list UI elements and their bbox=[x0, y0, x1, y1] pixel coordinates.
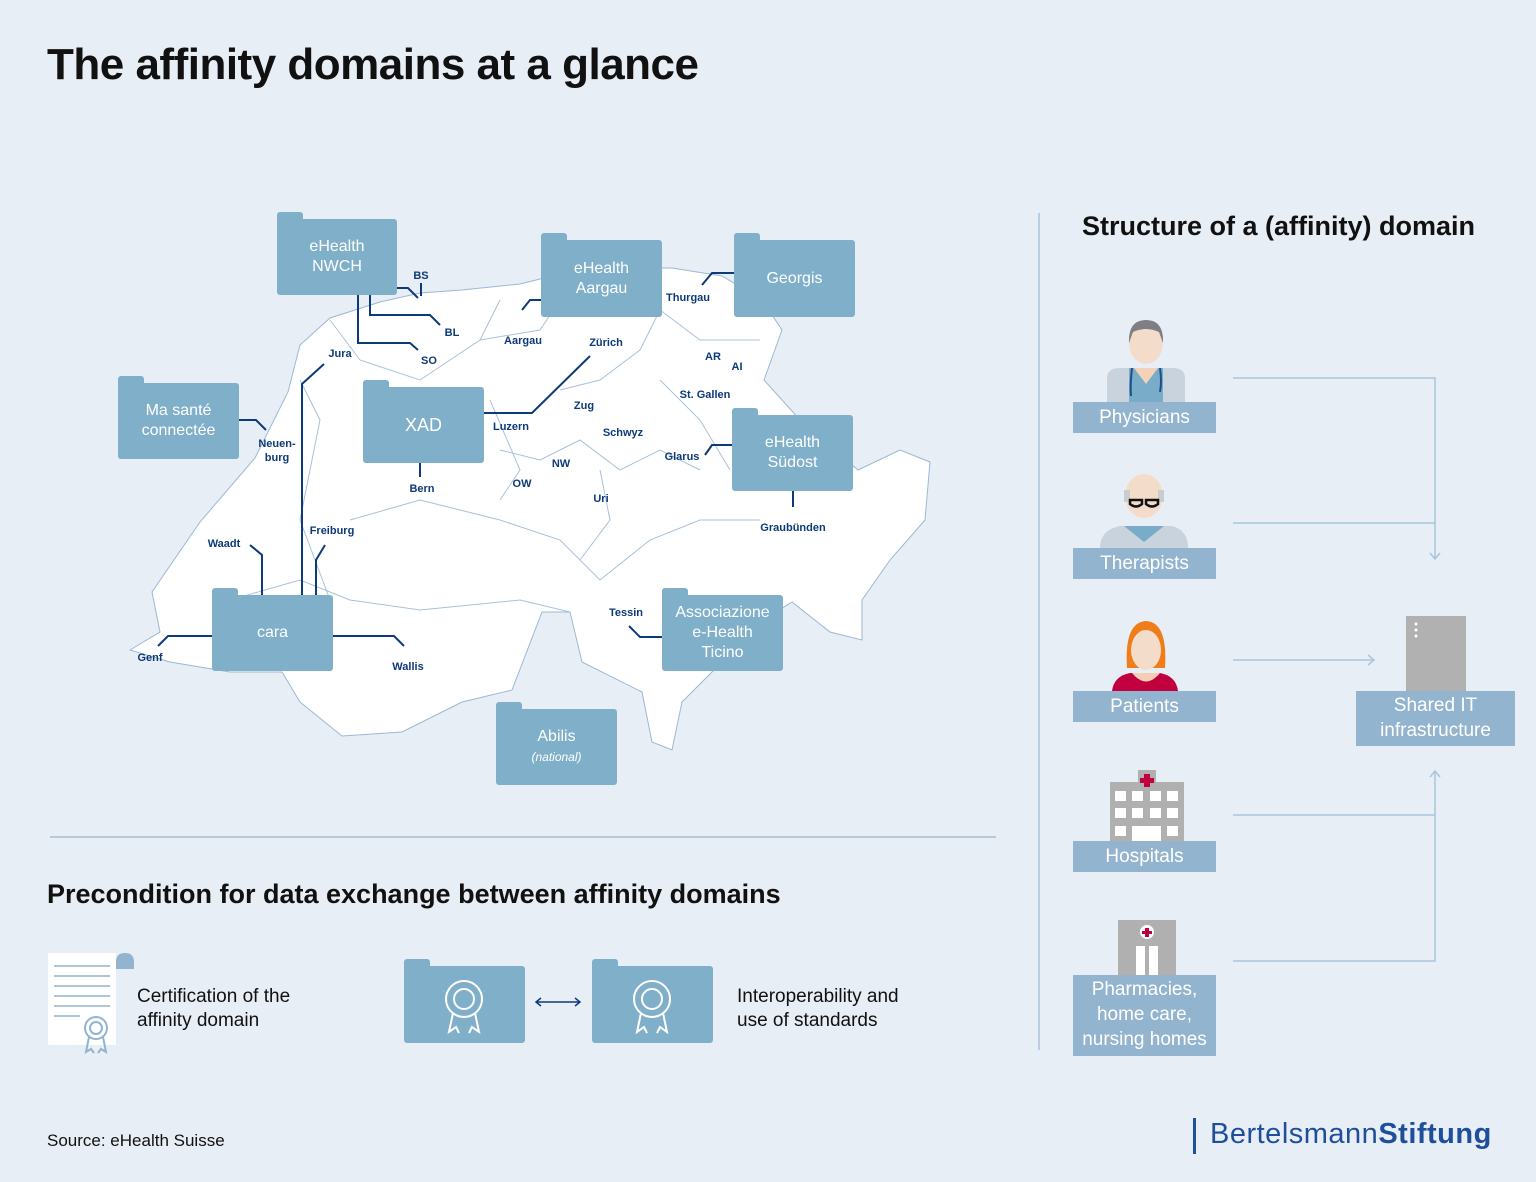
canton-label: Schwyz bbox=[602, 427, 644, 439]
canton-label: Graubünden bbox=[760, 522, 826, 534]
folder-label: cara bbox=[256, 624, 289, 641]
hospital-icon bbox=[1110, 770, 1184, 841]
folder-label: Südost bbox=[767, 454, 818, 471]
canton-label: Luzern bbox=[492, 421, 530, 433]
folder-georgis: Georgis bbox=[734, 233, 855, 317]
folder-abilis: Abilis (national) bbox=[496, 702, 617, 785]
canton-label: Zug bbox=[573, 400, 595, 412]
canton-label: Thurgau bbox=[666, 292, 710, 304]
canton-label: AR bbox=[705, 351, 721, 363]
precondition-title: Precondition for data exchange between a… bbox=[47, 879, 781, 909]
role-hospitals: Hospitals bbox=[1073, 841, 1216, 872]
folder-label: Ma santé bbox=[145, 402, 212, 419]
folder-label: XAD bbox=[404, 415, 442, 435]
folder-label: Georgis bbox=[766, 269, 823, 287]
folder-label: eHealth bbox=[573, 259, 630, 277]
role-line: home care, bbox=[1096, 1004, 1193, 1025]
shared-it-infrastructure: Shared IT infrastructure bbox=[1356, 691, 1515, 746]
certified-domain-folder bbox=[404, 959, 525, 1043]
canton-label: SO bbox=[421, 355, 437, 367]
certified-domain-folder bbox=[592, 959, 713, 1043]
canton-label: Wallis bbox=[392, 661, 424, 673]
source-note: Source: eHealth Suisse bbox=[47, 1131, 225, 1150]
canton-label: St. Gallen bbox=[679, 389, 731, 401]
canton-label: Bern bbox=[409, 483, 435, 495]
canton-label: Aargau bbox=[504, 335, 542, 347]
shared-line: infrastructure bbox=[1380, 720, 1491, 741]
canton-label: Tessin bbox=[608, 607, 644, 619]
canton-label: Uri bbox=[593, 493, 609, 505]
role-pharmacies: Pharmacies, home care, nursing homes bbox=[1073, 975, 1216, 1056]
canton-label: BL bbox=[444, 327, 460, 339]
canton-label: BS bbox=[413, 270, 429, 282]
text-line: Certification of the bbox=[137, 986, 291, 1007]
page-title: The affinity domains at a glance bbox=[47, 40, 699, 89]
folder-label: NWCH bbox=[312, 258, 362, 275]
folder-label: eHealth bbox=[309, 238, 365, 255]
folder-label: Aargau bbox=[575, 279, 628, 297]
canton-label: Glarus bbox=[664, 451, 700, 463]
canton-label: burg bbox=[264, 452, 290, 464]
text-line: Interoperability and bbox=[737, 986, 899, 1007]
folder-label: eHealth bbox=[764, 434, 821, 451]
canton-label: Neuen- bbox=[258, 438, 296, 450]
text-line: affinity domain bbox=[137, 1010, 260, 1031]
server-icon bbox=[1406, 616, 1466, 692]
folder-label: Ticino bbox=[701, 644, 744, 661]
certificate-icon bbox=[48, 953, 134, 1055]
therapist-icon bbox=[1100, 474, 1188, 548]
folder-label: Abilis bbox=[537, 728, 576, 745]
folder-xad: XAD bbox=[363, 380, 484, 463]
canton-label: Genf bbox=[137, 652, 163, 664]
pharmacy-icon bbox=[1118, 920, 1176, 975]
logo-part2: Stiftung bbox=[1378, 1118, 1492, 1150]
award-icon bbox=[633, 980, 671, 1035]
folder-label: connectée bbox=[141, 422, 216, 439]
canton-label: Jura bbox=[328, 348, 352, 360]
patient-icon bbox=[1112, 621, 1178, 691]
leader-lines bbox=[157, 272, 794, 647]
canton-label: Waadt bbox=[207, 538, 241, 550]
role-patients: Patients bbox=[1073, 691, 1216, 722]
canton-label: OW bbox=[512, 478, 532, 490]
folder-ma-sante: Ma santé connectée bbox=[118, 376, 239, 459]
physician-icon bbox=[1107, 320, 1185, 402]
role-physicians: Physicians bbox=[1073, 402, 1216, 433]
flow-lines bbox=[1233, 377, 1441, 962]
canton-label: Zürich bbox=[589, 337, 623, 349]
certification-text: Certification of the affinity domain bbox=[137, 985, 290, 1033]
role-therapists: Therapists bbox=[1073, 548, 1216, 579]
text-line: use of standards bbox=[737, 1010, 878, 1031]
folder-cara: cara bbox=[212, 588, 333, 671]
canton-label: Freiburg bbox=[309, 525, 355, 537]
shared-line: Shared IT bbox=[1393, 695, 1478, 716]
structure-title: Structure of a (affinity) domain bbox=[1082, 211, 1476, 241]
logo-bar bbox=[1193, 1118, 1196, 1154]
role-line: Pharmacies, bbox=[1091, 979, 1198, 1000]
folder-label: Associazione bbox=[675, 604, 770, 621]
folder-sublabel: (national) bbox=[531, 750, 582, 764]
folder-label: e-Health bbox=[692, 624, 753, 641]
award-icon bbox=[445, 980, 483, 1035]
interoperability-text: Interoperability and use of standards bbox=[737, 985, 899, 1033]
canton-label: NW bbox=[551, 458, 571, 470]
bertelsmann-logo: BertelsmannStiftung bbox=[1210, 1118, 1492, 1151]
logo-part1: Bertelsmann bbox=[1210, 1118, 1379, 1150]
role-line: nursing homes bbox=[1082, 1029, 1207, 1050]
exchange-arrow-icon bbox=[534, 997, 582, 1007]
canton-label: AI bbox=[731, 361, 743, 373]
